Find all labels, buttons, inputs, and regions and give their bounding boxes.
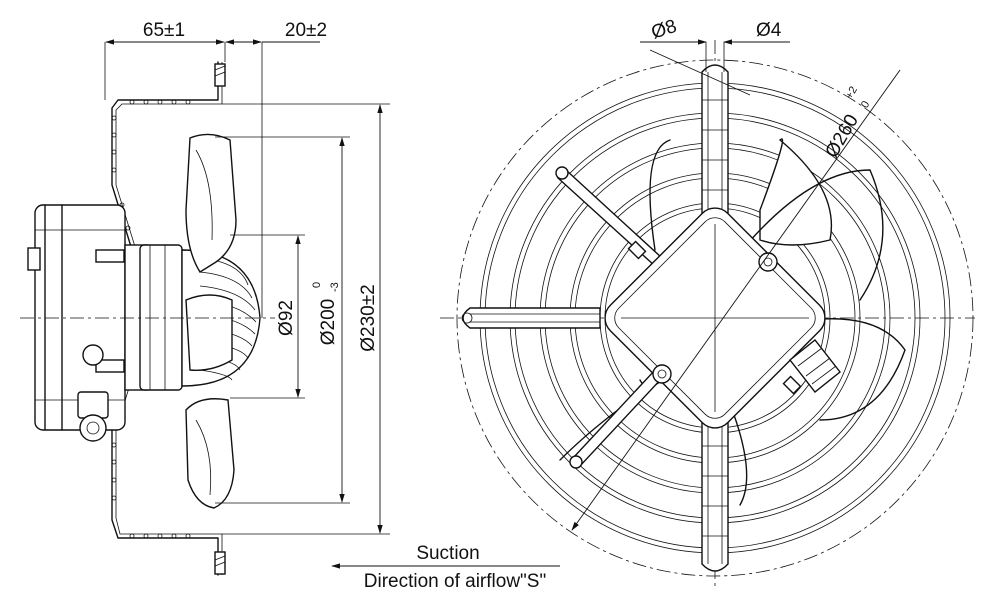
bottom-stud xyxy=(214,551,226,575)
front-cable-gland xyxy=(789,339,841,393)
dim-guard-dia-label: Ø230±2 xyxy=(358,284,379,351)
blade-lower xyxy=(185,398,235,509)
top-stud xyxy=(214,63,226,87)
cable-gland xyxy=(77,391,109,419)
dim-hole-outer-label: Ø8 xyxy=(649,16,680,44)
blade-middle xyxy=(185,294,233,371)
dim-offset-label: 20±2 xyxy=(285,20,327,41)
dim-hub-label: Ø92 xyxy=(276,300,297,336)
front-view: Ø8 Ø4 Ø260 +2 0 xyxy=(440,16,975,590)
motor-junction-box xyxy=(604,207,826,429)
airflow-label-bottom: Direction of airflow"S" xyxy=(364,571,546,592)
front-blades xyxy=(559,138,906,506)
dim-depth-label: 65±1 xyxy=(143,20,185,41)
dim-blade-dia-label: Ø200 xyxy=(318,299,339,345)
airflow-label-top: Suction xyxy=(416,543,479,564)
dim-depth: 65±1 xyxy=(104,20,226,100)
dim-blade-dia-upper-tol: 0 xyxy=(311,282,323,288)
dim-mount-dia-lower-tol: 0 xyxy=(859,99,872,110)
airflow-indicator: Suction Direction of airflow"S" xyxy=(331,543,560,592)
dim-offset: 20±2 xyxy=(225,20,327,318)
dim-guard-dia: Ø230±2 xyxy=(222,103,390,535)
dim-blade-dia-lower-tol: -3 xyxy=(329,282,341,292)
guard-horizontal-bar xyxy=(461,307,601,329)
dim-mount-dia-label: Ø260 xyxy=(822,111,863,162)
dim-hole-inner-label: Ø4 xyxy=(756,20,782,41)
side-view: 65±1 20±2 Ø92 Ø200 0 -3 xyxy=(20,20,560,592)
dim-mount-dia-upper-tol: +2 xyxy=(843,85,860,102)
dim-hub: Ø92 xyxy=(230,234,305,399)
dim-blade-dia: Ø200 0 -3 xyxy=(215,136,350,504)
